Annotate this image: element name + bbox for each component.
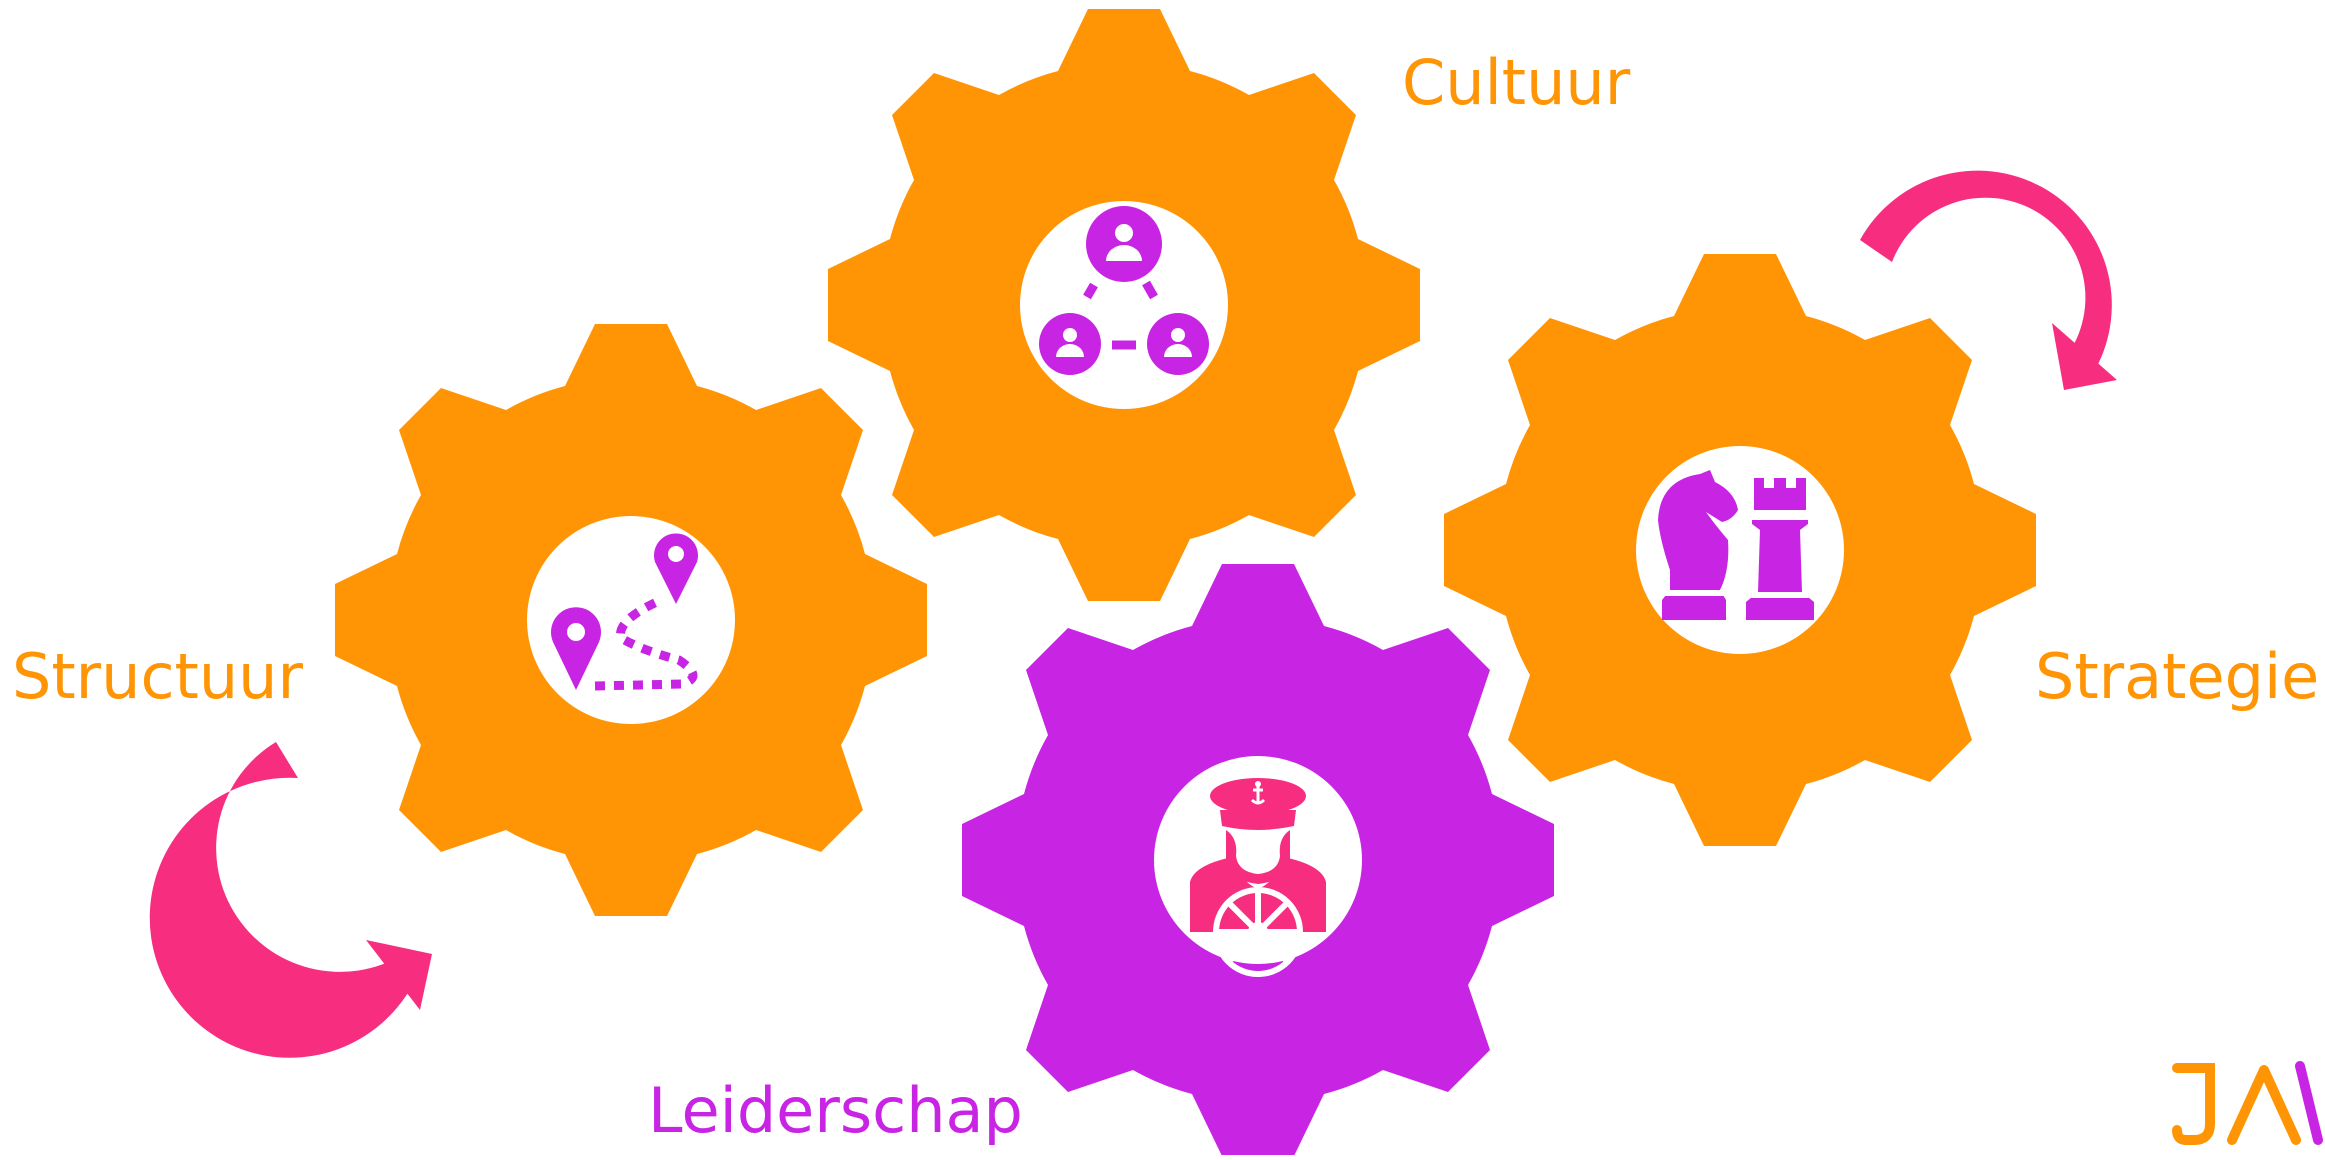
route-map-icon <box>551 533 698 691</box>
gear-structuur <box>335 324 927 916</box>
label-strategie: Strategie <box>2035 640 2320 713</box>
label-structuur: Structuur <box>12 640 303 713</box>
people-network-icon <box>1039 206 1209 375</box>
rotation-arrow-strategie-icon <box>1860 170 2117 390</box>
gear-strategie <box>1444 254 2036 846</box>
logo: JA <box>2172 1061 2323 1145</box>
label-leiderschap: Leiderschap <box>648 1074 1023 1147</box>
rotation-arrow-structuur-icon <box>149 742 432 1058</box>
captain-helm-icon <box>1190 778 1326 977</box>
chess-pieces-icon <box>1658 470 1816 620</box>
label-cultuur: Cultuur <box>1402 46 1631 119</box>
gear-cultuur <box>828 9 1420 601</box>
gear-leiderschap <box>962 564 1554 1156</box>
